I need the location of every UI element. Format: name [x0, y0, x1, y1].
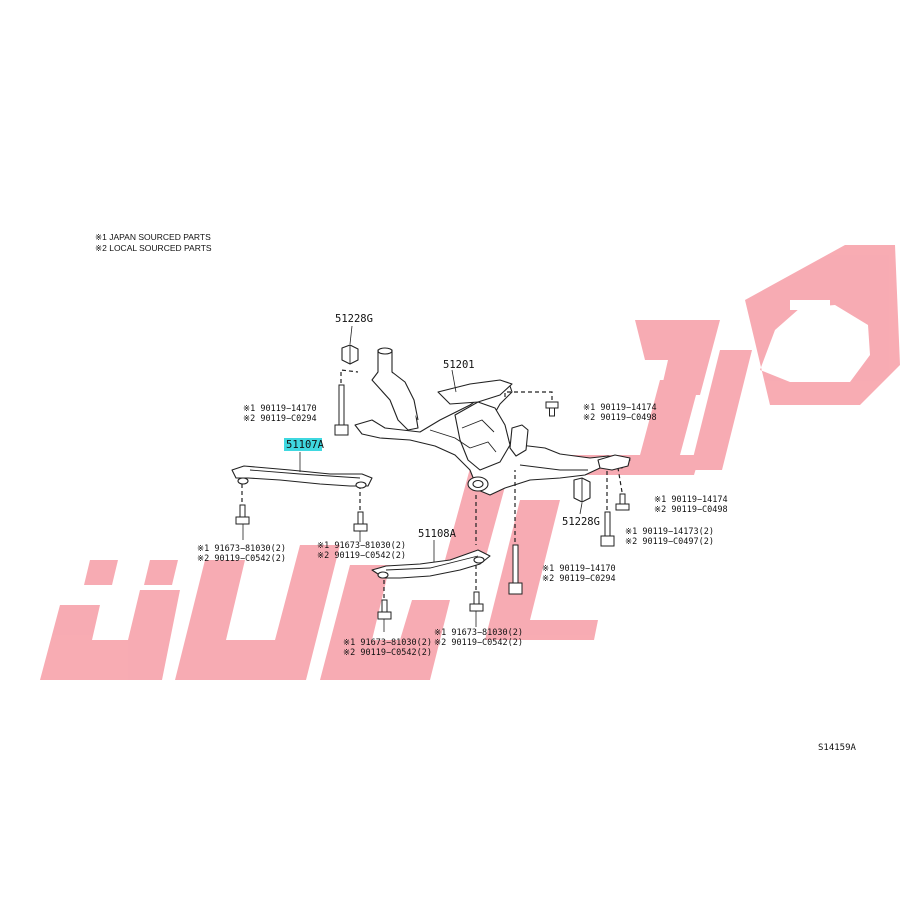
code-mid-center-1: ※1 91673−81030(2) [317, 541, 406, 551]
watermark-logo [40, 245, 900, 680]
bolt-51107a-right [353, 511, 368, 532]
assembly-dashes [241, 369, 623, 598]
subframe-51201 [354, 347, 631, 496]
label-51107a: 51107A [286, 439, 325, 451]
code-left-bolt-2: ※2 90119−C0294 [243, 414, 317, 424]
code-bottom-left-1: ※1 91673−81030(2) [343, 638, 432, 648]
leader-lines [242, 325, 583, 632]
label-51108a: 51108A [418, 528, 457, 540]
legend-local: ※2 LOCAL SOURCED PARTS [95, 243, 212, 253]
code-top-right-1: ※1 90119−14174 [583, 403, 657, 413]
bolt-51107a-left [235, 504, 250, 525]
diagram-reference: S14159A [818, 743, 857, 753]
bolt-51108a-left [377, 599, 392, 620]
code-bottom-left-2: ※2 90119−C0542(2) [343, 648, 432, 658]
code-mid-left-2: ※2 90119−C0542(2) [197, 554, 286, 564]
code-right-bolt-1: ※1 90119−14174 [654, 495, 728, 505]
code-right-lower-2: ※2 90119−C0497(2) [625, 537, 714, 547]
highlight-51107a [284, 438, 322, 451]
code-long-bolt-2: ※2 90119−C0294 [542, 574, 616, 584]
brace-51108a [371, 549, 491, 579]
bolt-top-right [545, 401, 559, 417]
code-bottom-center-1: ※1 91673−81030(2) [434, 628, 523, 638]
code-right-bolt-2: ※2 90119−C0498 [654, 505, 728, 515]
bushing-51228g-right [573, 477, 591, 503]
code-bottom-center-2: ※2 90119−C0542(2) [434, 638, 523, 648]
bolt-left-long [334, 384, 349, 436]
code-mid-left-1: ※1 91673−81030(2) [197, 544, 286, 554]
label-51228g-top: 51228G [335, 313, 373, 325]
code-left-bolt-1: ※1 90119−14170 [243, 404, 317, 414]
label-51228g-right: 51228G [562, 516, 600, 528]
bolt-51108a-right [469, 591, 484, 612]
code-right-lower-1: ※1 90119−14173(2) [625, 527, 714, 537]
legend-japan: ※1 JAPAN SOURCED PARTS [95, 232, 211, 242]
code-top-right-2: ※2 90119−C0498 [583, 413, 657, 423]
code-mid-center-2: ※2 90119−C0542(2) [317, 551, 406, 561]
bolt-right [615, 493, 630, 511]
label-51201: 51201 [443, 359, 475, 371]
bolt-center-long [508, 544, 523, 595]
brace-51107a [231, 465, 373, 489]
bolt-right-lower [600, 511, 615, 547]
bushing-51228g-top [341, 344, 359, 365]
code-long-bolt-1: ※1 90119−14170 [542, 564, 616, 574]
